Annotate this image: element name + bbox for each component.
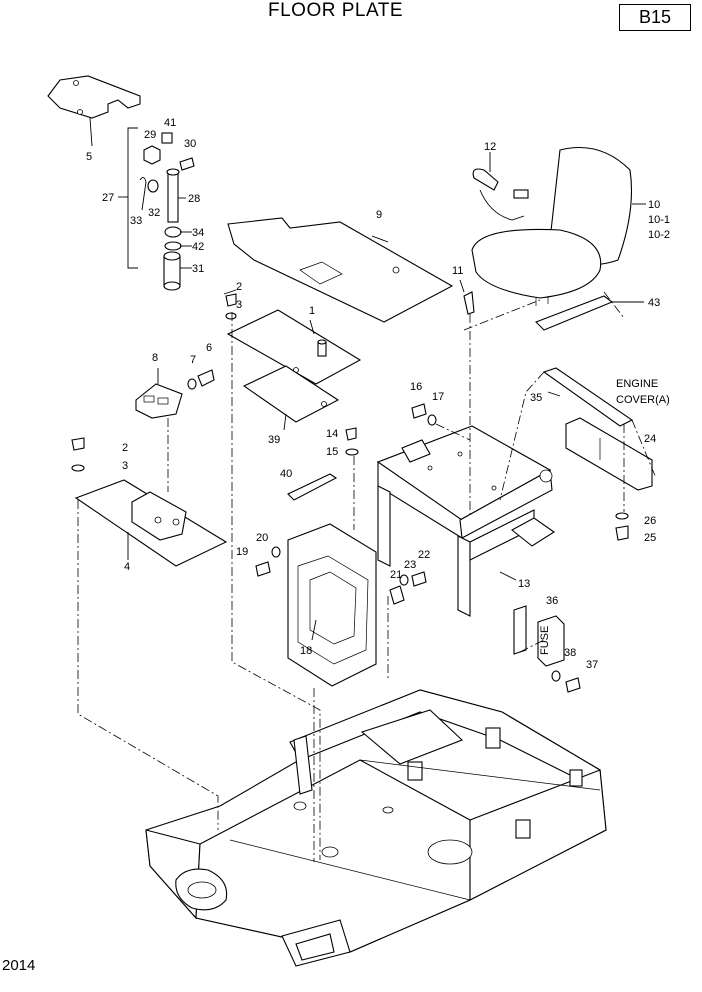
part-3-washer-lower: [71, 464, 85, 472]
part-10-seat: [471, 146, 646, 306]
callout-2-lower: 2: [122, 442, 128, 454]
part-24-side-cover: [565, 417, 653, 491]
callout-cover-a: COVER(A): [616, 394, 670, 406]
callout-34: 34: [192, 227, 204, 239]
callout-engine: ENGINE: [616, 378, 658, 390]
callout-29: 29: [144, 129, 156, 141]
part-5-plate: [47, 75, 141, 147]
year-label: 2014: [2, 957, 36, 974]
part-20-washer: [271, 546, 281, 558]
part-22-bolt: [411, 571, 427, 587]
callout-10-2: 10-2: [648, 229, 670, 241]
fuse-label: FUSE: [539, 626, 551, 655]
main-frame: [145, 689, 607, 967]
callout-36: 36: [546, 595, 558, 607]
callout-25: 25: [644, 532, 656, 544]
callout-7: 7: [190, 354, 196, 366]
callout-37: 37: [586, 659, 598, 671]
part-23-washer: [399, 574, 409, 586]
part-14-bolt: [345, 427, 357, 441]
part-25-bolt: [615, 525, 629, 541]
callout-33: 33: [130, 215, 142, 227]
callout-30: 30: [184, 138, 196, 150]
callout-13: 13: [518, 578, 530, 590]
callout-2-upper: 2: [236, 281, 242, 293]
part-15-washer: [345, 448, 359, 456]
callout-10: 10: [648, 199, 660, 211]
part-9-floor-mat: [227, 217, 454, 323]
page-code-badge: B15: [619, 4, 691, 31]
callouts: 5 27 29 41 30 28 33 32 34 42 31 9 12 10 …: [86, 117, 670, 671]
part-8-bracket: [135, 368, 183, 419]
callout-41: 41: [164, 117, 176, 129]
part-3-washer-upper: [225, 312, 237, 320]
callout-15: 15: [326, 446, 338, 458]
part-2-bolt-lower: [71, 437, 85, 451]
callout-27: 27: [102, 192, 114, 204]
callout-14: 14: [326, 428, 338, 440]
callout-43: 43: [648, 297, 660, 309]
part-6-7-bolt: [187, 369, 215, 390]
callout-12: 12: [484, 141, 496, 153]
group-27-bracket: [118, 127, 195, 291]
part-39-plate: [242, 365, 340, 431]
part-16-bolt: [411, 403, 427, 419]
part-19-bolt: [255, 561, 271, 577]
callout-8: 8: [152, 352, 158, 364]
part-12-seat-belt: [472, 152, 529, 221]
part-11-bolt: [459, 279, 475, 315]
callout-28: 28: [188, 193, 200, 205]
callout-42: 42: [192, 241, 204, 253]
part-37-bolt: [565, 677, 581, 693]
callout-18: 18: [300, 645, 312, 657]
callout-4: 4: [124, 561, 130, 573]
part-13-floor-frame: [376, 425, 555, 617]
callout-9: 9: [376, 209, 382, 221]
part-40-bar: [287, 473, 338, 501]
callout-26: 26: [644, 515, 656, 527]
callout-6: 6: [206, 342, 212, 354]
callout-3-upper: 3: [236, 299, 242, 311]
callout-31: 31: [192, 263, 204, 275]
part-43-rail: [535, 295, 644, 331]
callout-20: 20: [256, 532, 268, 544]
part-21-clip: [389, 585, 405, 605]
callout-21: 21: [390, 569, 402, 581]
callout-1: 1: [309, 305, 315, 317]
callout-32: 32: [148, 207, 160, 219]
callout-35: 35: [530, 392, 542, 404]
callout-22: 22: [418, 549, 430, 561]
part-4-base-plate: [74, 479, 228, 567]
callout-38: 38: [564, 647, 576, 659]
callout-23: 23: [404, 559, 416, 571]
callout-40: 40: [280, 468, 292, 480]
callout-11: 11: [452, 265, 463, 277]
callout-5: 5: [86, 151, 92, 163]
callout-17: 17: [432, 391, 444, 403]
diagram-title: FLOOR PLATE: [268, 0, 404, 21]
callout-24: 24: [644, 433, 656, 445]
part-36-fuse-box: FUSE: [513, 605, 565, 667]
callout-3-lower: 3: [122, 460, 128, 472]
callout-16: 16: [410, 381, 422, 393]
part-38-washer: [551, 670, 561, 682]
part-17-washer: [427, 414, 437, 426]
callout-19: 19: [236, 546, 248, 558]
leader-lines: [77, 291, 657, 862]
part-18-cover: [287, 523, 377, 687]
callout-10-1: 10-1: [648, 214, 670, 226]
callout-39: 39: [268, 434, 280, 446]
part-2-bolt-upper: [223, 289, 237, 307]
part-26-washer: [615, 512, 629, 520]
